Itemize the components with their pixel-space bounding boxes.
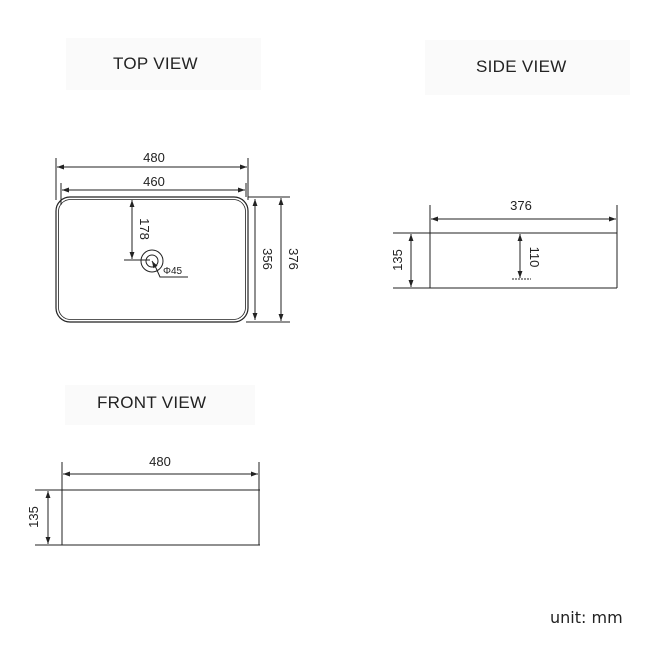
top-view-title: TOP VIEW: [113, 54, 198, 73]
basin-outline-inner: [58, 199, 246, 320]
top-dim-376-label: 376: [286, 248, 301, 270]
front-view-title: FRONT VIEW: [97, 393, 207, 412]
top-view-label-panel: [66, 38, 261, 90]
drain-diameter-label: Φ45: [163, 266, 183, 277]
side-dim-135-label: 135: [390, 249, 405, 271]
top-view-drawing: [55, 158, 290, 323]
front-view-label-panel: [65, 385, 255, 425]
side-view-label-panel: [425, 40, 630, 95]
side-view-drawing: [393, 205, 618, 289]
front-dim-135-label: 135: [26, 506, 41, 528]
top-dim-480-label: 480: [143, 150, 165, 165]
drain-icon: [140, 249, 164, 273]
side-dim-110-label: 110: [527, 247, 542, 268]
side-view-title: SIDE VIEW: [476, 57, 567, 76]
top-dim-460-label: 460: [143, 174, 165, 189]
top-dim-178-label: 178: [137, 218, 152, 240]
front-view-drawing: [35, 462, 260, 546]
side-dim-376-label: 376: [510, 198, 532, 213]
basin-outline-outer: [55, 196, 249, 323]
top-dim-356-label: 356: [260, 248, 275, 270]
unit-label: unit: mm: [550, 608, 623, 627]
front-dim-480-label: 480: [149, 454, 171, 469]
